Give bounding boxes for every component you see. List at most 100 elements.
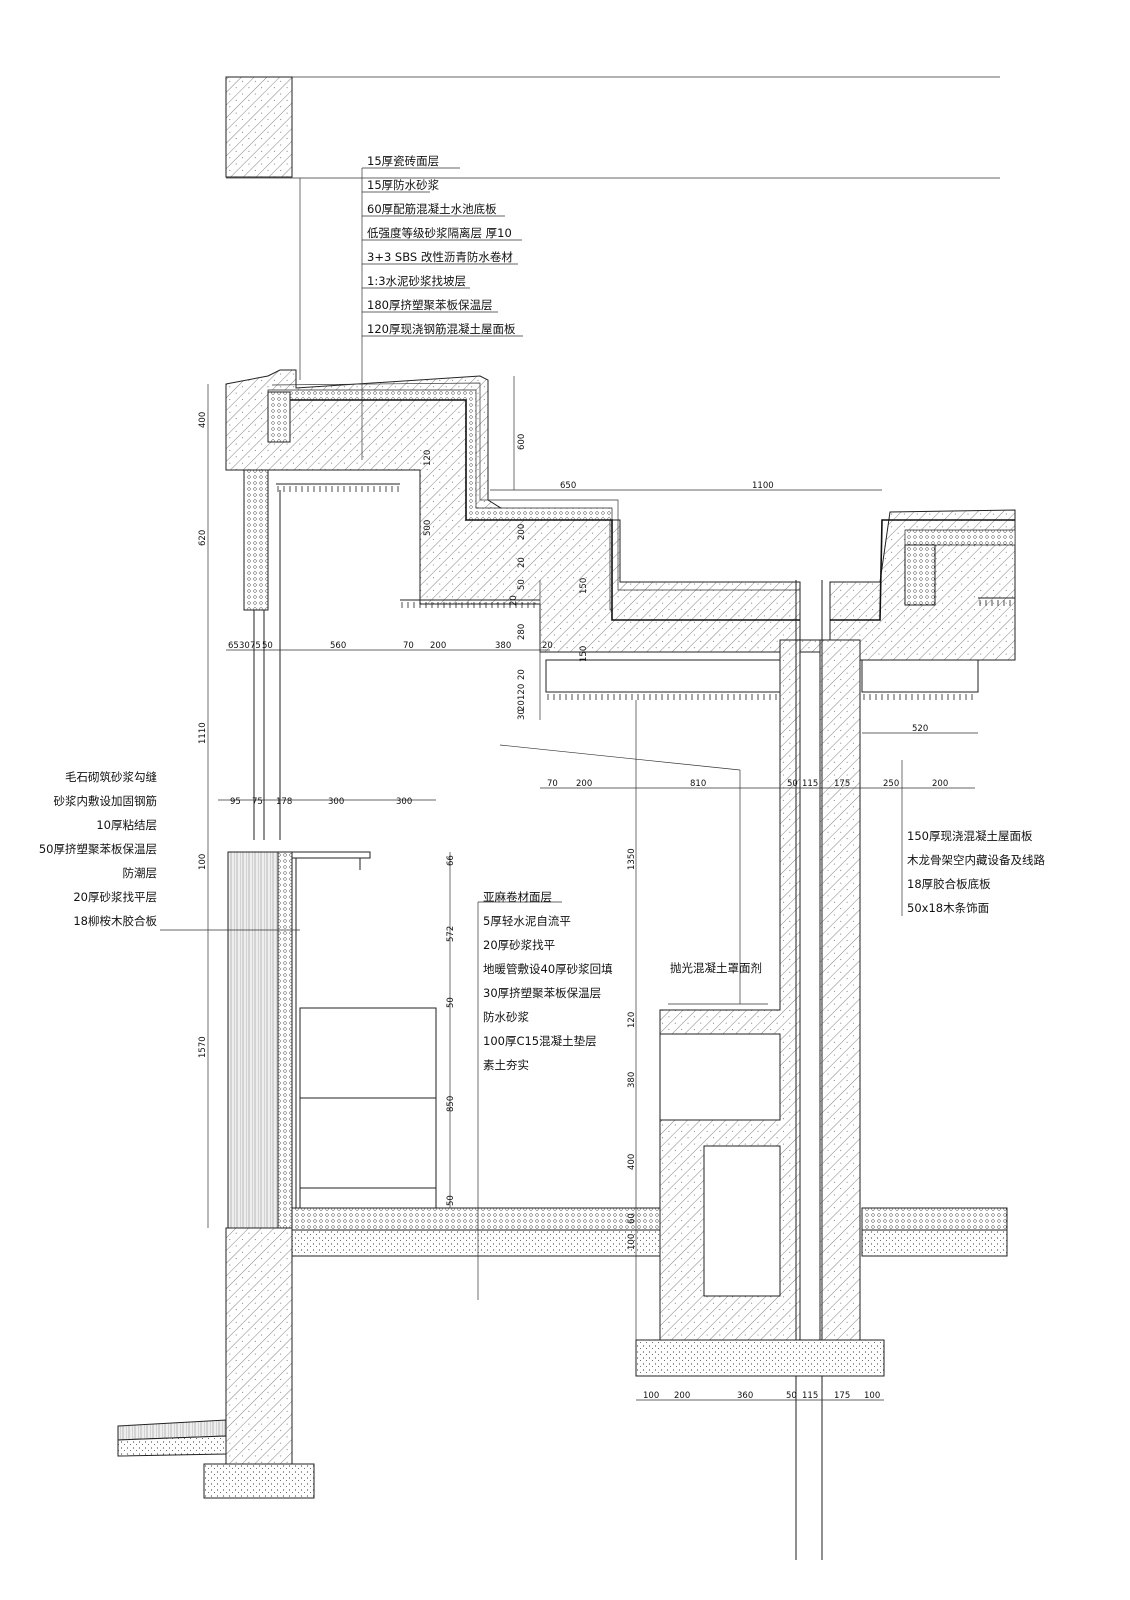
wall-layer-label: 防潮层	[123, 866, 158, 880]
wall-layer-label: 50厚挤塑聚苯板保温层	[39, 842, 157, 856]
dim-text: 175	[834, 1391, 850, 1401]
roof-layer-label: 1:3水泥砂浆找坡层	[367, 274, 466, 288]
dim-text: 66	[446, 855, 456, 866]
dim-text: 1110	[198, 722, 208, 744]
roof-layer-label: 15厚防水砂浆	[367, 178, 440, 192]
dim-text: 115	[802, 1391, 818, 1401]
dim-text: 200	[932, 779, 948, 789]
dim-text: 1350	[627, 848, 637, 870]
ceiling-layer-label: 木龙骨架空内藏设备及线路	[907, 853, 1045, 867]
dim-text: 20	[542, 641, 553, 651]
dim-text: 175	[834, 779, 850, 789]
dim-text: 95	[230, 797, 241, 807]
dim-text: 20	[509, 595, 519, 606]
dimension-lines	[207, 376, 978, 1401]
dim-text: 280	[517, 624, 527, 640]
ground-slab	[117, 1207, 1008, 1457]
dim-text: 650	[560, 481, 576, 491]
stone-wall	[203, 851, 315, 1499]
column-note-label: 抛光混凝土罩面剂	[670, 961, 762, 975]
dim-text: 75	[252, 797, 263, 807]
roof-layer-label: 低强度等级砂浆隔离层 厚10	[367, 226, 512, 240]
dim-text: 100	[627, 1234, 637, 1250]
floor-layer-label: 素土夯实	[483, 1058, 529, 1072]
dim-text: 70	[403, 641, 414, 651]
dim-text: 120	[423, 450, 433, 466]
kitchen-cabinet	[291, 851, 437, 1209]
dim-text: 810	[690, 779, 706, 789]
dim-text: 75	[250, 641, 261, 651]
dim-text: 115	[802, 779, 818, 789]
dim-text: 20	[517, 669, 527, 680]
upper-wall-block	[225, 76, 293, 178]
floor-layer-label: 30厚挤塑聚苯板保温层	[483, 986, 601, 1000]
dim-text: 400	[198, 412, 208, 428]
dim-text: 380	[627, 1072, 637, 1088]
wall-layer-label: 10厚粘结层	[96, 818, 157, 832]
dim-text: 150	[579, 578, 589, 594]
dim-text: 400	[627, 1154, 637, 1170]
dim-text: 60	[627, 1213, 637, 1224]
wall-layer-label: 砂浆内敷设加固钢筋	[54, 794, 158, 808]
dim-text: 300	[328, 797, 344, 807]
ceiling-layer-label: 150厚现浇混凝土屋面板	[907, 829, 1033, 843]
batten-rows	[277, 486, 1011, 700]
roof-layer-label: 180厚挤塑聚苯板保温层	[367, 298, 492, 312]
wall-layer-label: 18柳桉木胶合板	[73, 914, 157, 928]
roof-assembly-left	[225, 369, 831, 653]
dim-text: 300	[396, 797, 412, 807]
dim-text: 500	[423, 520, 433, 536]
dim-text: 100	[198, 854, 208, 870]
dim-text: 850	[446, 1096, 456, 1112]
dim-text: 20	[517, 557, 527, 568]
dim-text: 1570	[198, 1036, 208, 1058]
dim-text: 70	[547, 779, 558, 789]
dim-text: 178	[276, 797, 292, 807]
left-wall-upper	[243, 469, 281, 840]
dim-text: 150	[579, 646, 589, 662]
roof-layer-label: 15厚瓷砖面层	[367, 154, 439, 168]
ceiling-layer-label: 50x18木条饰面	[907, 901, 989, 915]
dim-text: 572	[446, 926, 456, 942]
leader-lines	[160, 167, 903, 1300]
roof-layer-label: 60厚配筋混凝土水池底板	[367, 202, 497, 216]
roof-layer-label: 3+3 SBS 改性沥青防水卷材	[367, 250, 513, 264]
roof-assembly-right	[829, 509, 1016, 661]
dim-text: 50	[446, 1195, 456, 1206]
dim-text: 200	[576, 779, 592, 789]
dim-text: 200	[430, 641, 446, 651]
dim-text: 560	[330, 641, 346, 651]
floor-layer-label: 20厚砂浆找平	[483, 938, 555, 952]
dim-text: 380	[495, 641, 511, 651]
floor-layer-label: 100厚C15混凝土垫层	[483, 1034, 597, 1048]
dim-text: 620	[198, 530, 208, 546]
dim-text: 100	[864, 1391, 880, 1401]
dim-text: 50	[262, 641, 273, 651]
dim-text: 250	[883, 779, 899, 789]
dim-text: 120	[627, 1012, 637, 1028]
dim-text: 20	[517, 700, 527, 711]
central-column	[635, 580, 885, 1560]
dim-text: 600	[517, 434, 527, 450]
floor-layer-label: 防水砂浆	[483, 1010, 529, 1024]
reference-lines	[226, 76, 1000, 380]
floor-layer-label: 5厚轻水泥自流平	[483, 914, 571, 928]
dim-text: 520	[912, 724, 928, 734]
floor-layer-label: 地暖管敷设40厚砂浆回填	[483, 962, 613, 976]
dim-text: 200	[517, 524, 527, 540]
dim-text: 50	[787, 779, 798, 789]
floor-layer-label: 亚麻卷材面层	[483, 890, 552, 904]
dim-text: 50	[446, 997, 456, 1008]
dim-text: 120	[517, 684, 527, 700]
dim-text: 100	[643, 1391, 659, 1401]
ceiling-layer-label: 18厚胶合板底板	[907, 877, 991, 891]
roof-layer-label: 120厚现浇钢筋混凝土屋面板	[367, 322, 516, 336]
wall-layer-label: 20厚砂浆找平层	[73, 890, 157, 904]
dim-text: 65	[228, 641, 239, 651]
dim-text: 30	[239, 641, 250, 651]
dim-text: 1100	[752, 481, 774, 491]
dim-text: 50	[517, 579, 527, 590]
